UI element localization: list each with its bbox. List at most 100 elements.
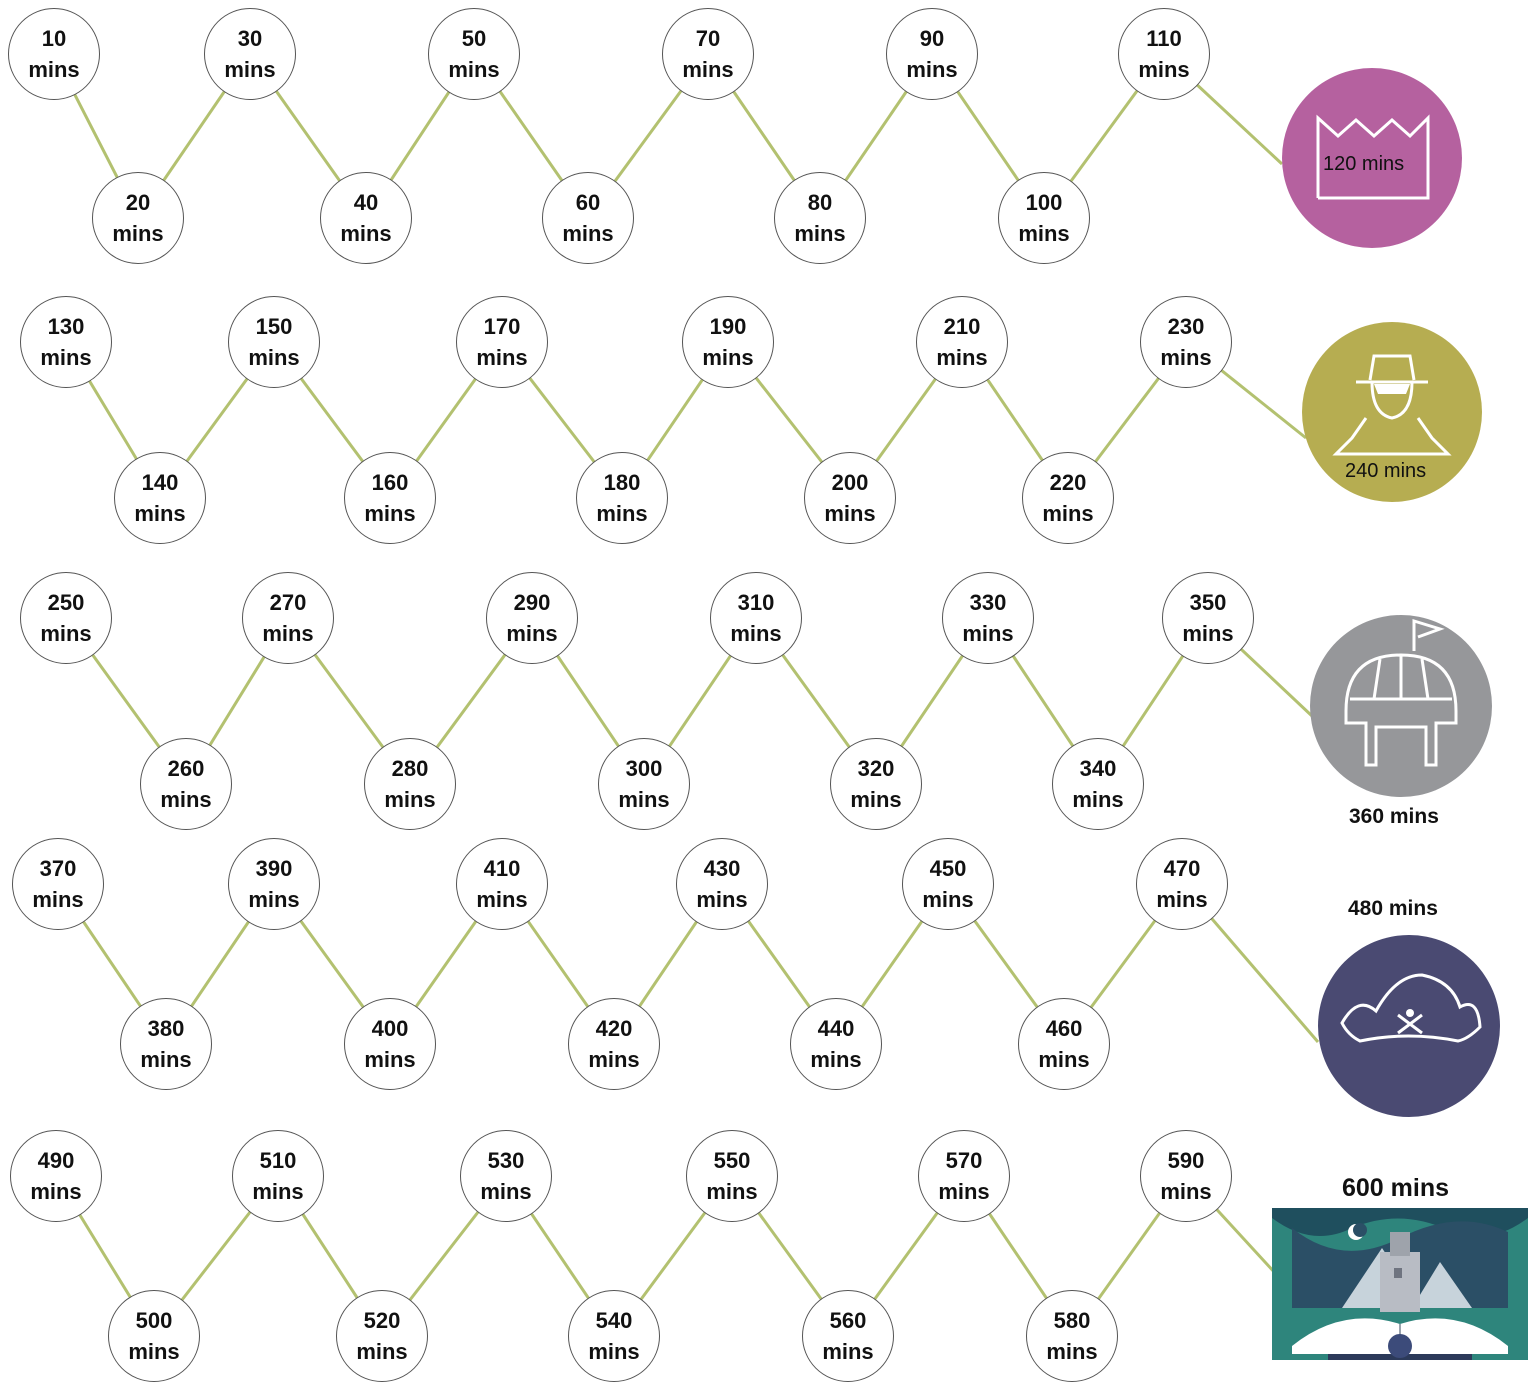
milestone-minutes: 510 — [260, 1145, 297, 1176]
milestone-unit: mins — [794, 218, 845, 249]
milestone-circle: 150mins — [228, 296, 320, 388]
milestone-circle: 100mins — [998, 172, 1090, 264]
milestone-circle: 190mins — [682, 296, 774, 388]
milestone-unit: mins — [28, 54, 79, 85]
milestone-circle: 410mins — [456, 838, 548, 930]
milestone-minutes: 530 — [488, 1145, 525, 1176]
milestone-minutes: 20 — [126, 187, 150, 218]
reward-label: 360 mins — [1349, 805, 1439, 829]
milestone-unit: mins — [1160, 1176, 1211, 1207]
milestone-minutes: 450 — [930, 853, 967, 884]
milestone-unit: mins — [248, 884, 299, 915]
milestone-minutes: 40 — [354, 187, 378, 218]
milestone-circle: 200mins — [804, 452, 896, 544]
milestone-minutes: 350 — [1190, 587, 1227, 618]
milestone-circle: 400mins — [344, 998, 436, 1090]
milestone-unit: mins — [1038, 1044, 1089, 1075]
milestone-minutes: 100 — [1026, 187, 1063, 218]
milestone-minutes: 70 — [696, 23, 720, 54]
milestone-unit: mins — [128, 1336, 179, 1367]
milestone-unit: mins — [364, 1044, 415, 1075]
milestone-unit: mins — [252, 1176, 303, 1207]
milestone-unit: mins — [356, 1336, 407, 1367]
milestone-unit: mins — [480, 1176, 531, 1207]
milestone-unit: mins — [40, 342, 91, 373]
milestone-unit: mins — [112, 218, 163, 249]
milestone-unit: mins — [682, 54, 733, 85]
milestone-minutes: 430 — [704, 853, 741, 884]
milestone-unit: mins — [1138, 54, 1189, 85]
milestone-minutes: 290 — [514, 587, 551, 618]
milestone-circle: 230mins — [1140, 296, 1232, 388]
milestone-minutes: 80 — [808, 187, 832, 218]
milestone-unit: mins — [702, 342, 753, 373]
milestone-minutes: 10 — [42, 23, 66, 54]
milestone-minutes: 410 — [484, 853, 521, 884]
milestone-unit: mins — [248, 342, 299, 373]
milestone-minutes: 60 — [576, 187, 600, 218]
milestone-minutes: 400 — [372, 1013, 409, 1044]
milestone-circle: 310mins — [710, 572, 802, 664]
storybook-castle-icon — [1272, 1208, 1528, 1360]
milestone-unit: mins — [696, 884, 747, 915]
milestone-minutes: 560 — [830, 1305, 867, 1336]
milestone-unit: mins — [476, 884, 527, 915]
milestone-minutes: 440 — [818, 1013, 855, 1044]
milestone-minutes: 90 — [920, 23, 944, 54]
milestone-minutes: 370 — [40, 853, 77, 884]
milestone-minutes: 260 — [168, 753, 205, 784]
milestone-unit: mins — [730, 618, 781, 649]
milestone-circle: 490mins — [10, 1130, 102, 1222]
milestone-minutes: 190 — [710, 311, 747, 342]
milestone-unit: mins — [962, 618, 1013, 649]
milestone-circle: 220mins — [1022, 452, 1114, 544]
milestone-minutes: 50 — [462, 23, 486, 54]
milestone-unit: mins — [160, 784, 211, 815]
milestone-unit: mins — [364, 498, 415, 529]
milestone-unit: mins — [1160, 342, 1211, 373]
milestone-unit: mins — [224, 54, 275, 85]
milestone-minutes: 130 — [48, 311, 85, 342]
milestone-minutes: 570 — [946, 1145, 983, 1176]
reward-label: 120 mins — [1323, 153, 1404, 176]
milestone-unit: mins — [32, 884, 83, 915]
milestone-minutes: 300 — [626, 753, 663, 784]
milestone-circle: 160mins — [344, 452, 436, 544]
reward-label: 600 mins — [1342, 1174, 1449, 1203]
milestone-circle: 20mins — [92, 172, 184, 264]
milestone-unit: mins — [1018, 218, 1069, 249]
milestone-minutes: 590 — [1168, 1145, 1205, 1176]
milestone-minutes: 540 — [596, 1305, 633, 1336]
reward-label: 480 mins — [1348, 897, 1438, 921]
reward-label: 240 mins — [1345, 460, 1426, 483]
milestone-unit: mins — [476, 342, 527, 373]
milestone-unit: mins — [448, 54, 499, 85]
milestone-unit: mins — [40, 618, 91, 649]
milestone-unit: mins — [822, 1336, 873, 1367]
milestone-circle: 570mins — [918, 1130, 1010, 1222]
milestone-minutes: 460 — [1046, 1013, 1083, 1044]
milestone-minutes: 340 — [1080, 753, 1117, 784]
milestone-unit: mins — [140, 1044, 191, 1075]
milestone-unit: mins — [340, 218, 391, 249]
milestone-minutes: 330 — [970, 587, 1007, 618]
reward-knight-helmet — [1310, 615, 1492, 797]
reward-pirate-hat — [1318, 935, 1500, 1117]
